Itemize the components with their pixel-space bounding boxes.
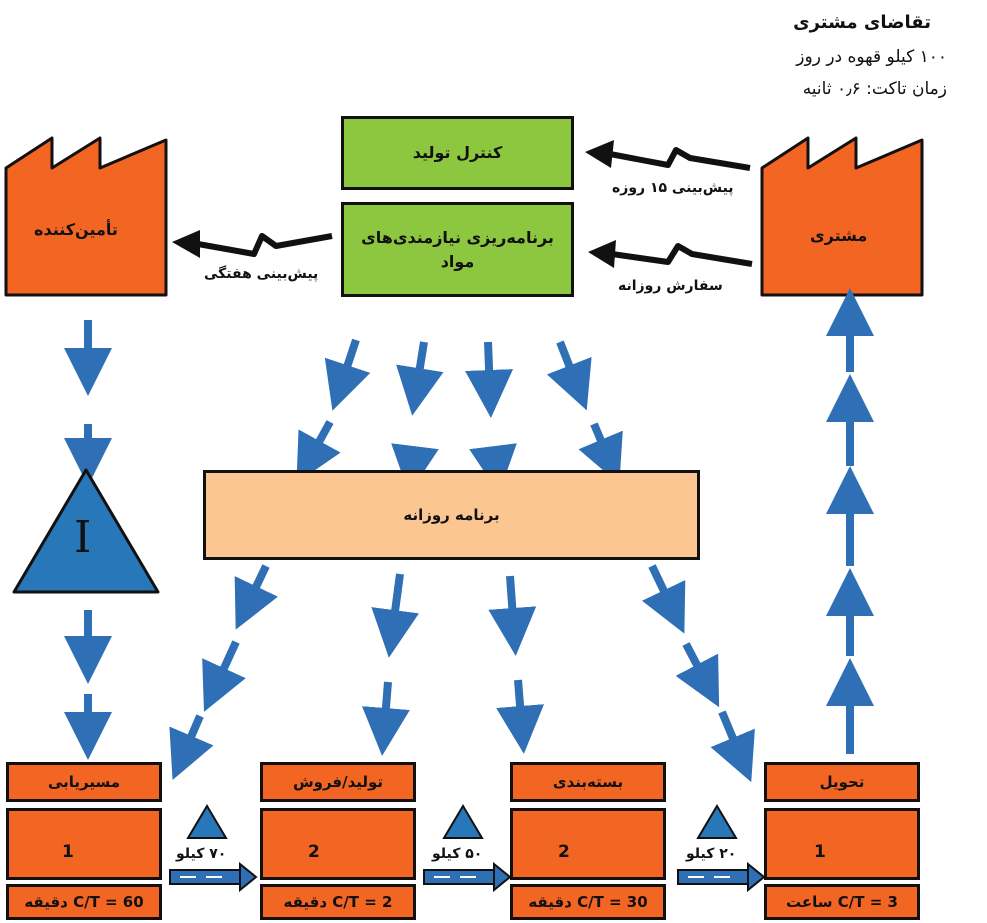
process-data-box	[510, 808, 666, 880]
cycle-time: C/T = 30 دقیقه	[528, 893, 648, 911]
supplier-factory-icon	[4, 136, 168, 297]
wip-quantity: ۷۰ کیلو	[176, 846, 227, 862]
daily-schedule-label: برنامه روزانه	[403, 506, 500, 524]
process-name: مسیریابی	[47, 773, 121, 791]
process-data-box	[764, 808, 920, 880]
operator-count: 1	[62, 842, 74, 862]
mrp-box: برنامه‌ریزی نیازمندی‌های مواد	[341, 202, 574, 297]
cycle-time: C/T = 2 دقیقه	[283, 893, 393, 911]
schedule-flow-arrows	[169, 564, 755, 783]
supplier-label: تأمین‌کننده	[34, 220, 118, 239]
wip-quantity: ۵۰ کیلو	[432, 846, 483, 862]
demand-title: تقاضای مشتری	[793, 12, 931, 33]
cycle-time-box: C/T = 2 دقیقه	[260, 884, 416, 920]
process-name-box: بسته‌بندی	[510, 762, 666, 802]
process-name-box: مسیریابی	[6, 762, 162, 802]
cycle-time-box: C/T = 3 ساعت	[764, 884, 920, 920]
daily-schedule-box: برنامه روزانه	[203, 470, 700, 560]
process-name: تولید/فروش	[292, 773, 384, 791]
mrp-flow-arrows	[296, 338, 623, 494]
cycle-time: C/T = 60 دقیقه	[24, 893, 144, 911]
operator-count: 2	[308, 842, 320, 862]
customer-factory-icon	[760, 136, 924, 297]
wip-quantity: ۲۰ کیلو	[686, 846, 737, 862]
daily-order-label: سفارش روزانه	[618, 278, 723, 294]
weekly-forecast-label: پیش‌بینی هفتگی	[204, 266, 319, 282]
demand-line1: ۱۰۰ کیلو قهوه در روز	[796, 47, 947, 67]
process-name: بسته‌بندی	[552, 773, 624, 791]
cycle-time-box: C/T = 60 دقیقه	[6, 884, 162, 920]
push-arrows	[169, 861, 766, 893]
process-name: تحویل	[819, 773, 865, 791]
customer-label: مشتری	[810, 226, 868, 245]
demand-line2: زمان تاکت: ۰٫۶ ثانیه	[802, 79, 947, 99]
inventory-symbol: I	[74, 512, 92, 563]
mrp-label-line2: مواد	[440, 251, 475, 271]
production-control-label: کنترل تولید	[412, 143, 503, 162]
forecast-15-label: پیش‌بینی ۱۵ روزه	[612, 180, 734, 196]
process-data-box	[6, 808, 162, 880]
cycle-time-box: C/T = 30 دقیقه	[510, 884, 666, 920]
operator-count: 2	[558, 842, 570, 862]
electronic-arrow-forecast15	[585, 140, 751, 171]
electronic-arrow-daily-order	[588, 240, 753, 268]
wip-triangle-icons	[186, 804, 738, 839]
operator-count: 1	[814, 842, 826, 862]
process-name-box: تحویل	[764, 762, 920, 802]
mrp-label-line1: برنامه‌ریزی نیازمندی‌های	[361, 227, 554, 247]
customer-demand: تقاضای مشتری ۱۰۰ کیلو قهوه در روز زمان ت…	[793, 12, 947, 99]
inventory-triangle-icon	[12, 468, 160, 594]
process-data-box	[260, 808, 416, 880]
process-name-box: تولید/فروش	[260, 762, 416, 802]
cycle-time: C/T = 3 ساعت	[786, 893, 898, 911]
production-control-box: کنترل تولید	[341, 116, 574, 190]
electronic-arrow-weekly-forecast	[172, 230, 333, 258]
